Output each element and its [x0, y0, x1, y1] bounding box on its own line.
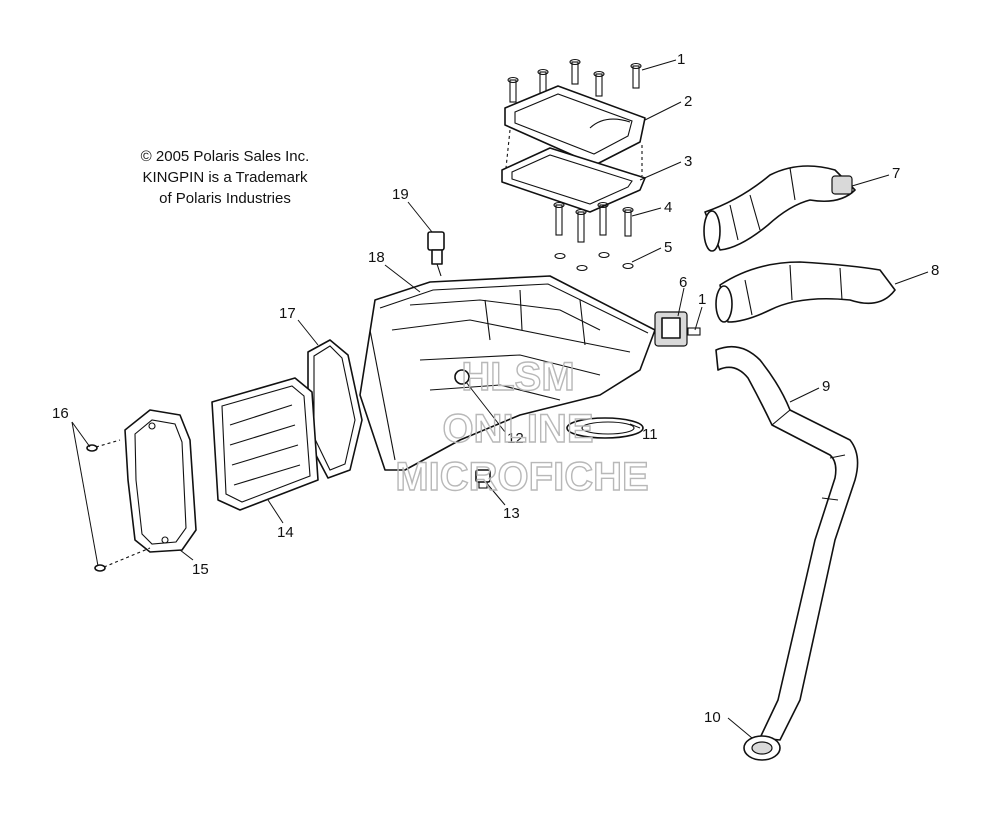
callout-8-lower-duct: 8: [931, 262, 939, 279]
throttle-connector: [654, 311, 701, 347]
drain-plug: [475, 469, 491, 489]
callout-10-fitting: 10: [704, 709, 721, 726]
outlet-gasket: [566, 417, 644, 439]
filter-cover-screws: [86, 439, 151, 572]
callout-11-outlet-gasket: 11: [642, 426, 658, 443]
callout-13-drain-plug: 13: [503, 505, 520, 522]
callout-19-sensor: 19: [392, 186, 409, 203]
washers: [554, 251, 634, 272]
callout-labels: 1 2 3 4 5 6 1 7 8 9 10 11 12 13 14 15 16…: [52, 51, 939, 726]
upper-intake-duct: [703, 165, 856, 252]
callout-1-screw-second: 1: [698, 291, 706, 308]
watermark-line-3: MICROFICHE: [395, 455, 648, 499]
watermark: HLSM ONLINE MICROFICHE: [395, 354, 650, 499]
copyright-line-1: © 2005 Polaris Sales Inc.: [140, 148, 310, 165]
callout-9-hose: 9: [822, 378, 830, 395]
leader-lines: [71, 59, 929, 739]
air-box-cover: [504, 85, 646, 166]
callout-7-upper-duct: 7: [892, 165, 900, 182]
hose-fitting: [743, 735, 781, 761]
callout-6-connector: 6: [679, 274, 687, 291]
lower-intake-duct: [715, 261, 896, 323]
copyright-line-3: of Polaris Industries: [159, 190, 291, 207]
long-bolts: [553, 201, 634, 243]
copyright-line-2: KINGPIN is a Trademark: [142, 169, 308, 186]
callout-1-screw: 1: [677, 51, 685, 68]
top-cover-screws: [507, 58, 642, 103]
callout-5-washer: 5: [664, 239, 672, 256]
callout-15-filter-cover: 15: [192, 561, 209, 578]
breather-hose: [715, 345, 859, 741]
callout-18-air-box: 18: [368, 249, 385, 266]
drain-grommet: [454, 369, 470, 385]
callout-16-cover-screws: 16: [52, 405, 69, 422]
air-filter: [211, 377, 319, 511]
callout-4-bolt: 4: [664, 199, 672, 216]
filter-cover: [124, 409, 197, 553]
callout-3-gasket: 3: [684, 153, 692, 170]
air-temp-sensor: [427, 231, 445, 277]
watermark-line-1: HLSM: [461, 355, 574, 399]
watermark-line-2: ONLINE: [442, 407, 593, 451]
callout-17-filter-seal: 17: [279, 305, 296, 322]
copyright-notice: © 2005 Polaris Sales Inc. KINGPIN is a T…: [120, 146, 330, 209]
callout-2-cover: 2: [684, 93, 692, 110]
cover-gasket: [501, 129, 646, 213]
callout-14-filter: 14: [277, 524, 294, 541]
air-box-housing: [359, 275, 656, 471]
callout-12-grommet: 12: [507, 430, 524, 447]
